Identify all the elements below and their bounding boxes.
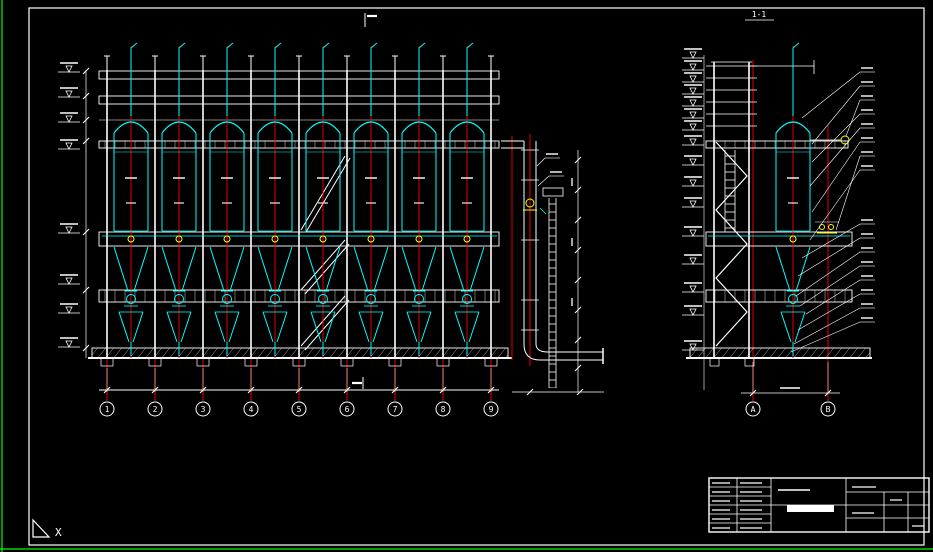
elevation-mark [681,226,705,237]
sheet-frame [28,7,925,546]
elevation-marks [57,62,90,358]
elevation-mark [57,112,81,123]
front-elevation-view: 1 2 3 4 5 6 7 8 9 [57,13,604,417]
grid-bubble-label: 8 [441,405,446,414]
elevation-mark [57,274,81,285]
leader-note [548,171,565,177]
leader-note [859,247,876,253]
vessel-section [775,42,811,359]
leader-note [859,151,876,157]
leader-note [859,317,876,323]
grid-bubble-label: 9 [489,405,494,414]
leader-notes [790,67,876,353]
side-elevation-view: 1-1 [681,10,876,417]
grid-bubble-label: 6 [345,405,350,414]
grid-bubbles: 1 2 3 4 5 6 7 8 9 [99,401,499,417]
ucs-x-axis-label: X [55,526,62,539]
elevation-mark [681,120,705,131]
elevation-mark [681,48,705,59]
leader-note [859,289,876,295]
valve-detail [525,198,535,208]
elevation-mark [681,72,705,83]
support-structure [88,70,512,391]
ucs-icon: X [32,518,62,539]
title-block-text-marks [712,482,924,529]
leader-note [859,81,876,87]
vessel [401,42,437,359]
elevation-mark [681,84,705,95]
vessel [161,42,197,359]
grid-bubble-label: 3 [201,405,206,414]
leader-note [859,261,876,267]
elevation-mark [681,254,705,265]
leader-note [859,123,876,129]
grid-bubble-label: 2 [153,405,158,414]
elevation-mark [681,305,705,316]
elevation-mark [681,176,705,187]
vessel [209,42,245,359]
vessel [449,42,485,359]
vessel [257,42,293,359]
side-grid-bubbles: A B [741,362,840,417]
title-block-name-bar [787,505,834,512]
exhaust-duct [501,134,604,396]
vessel [353,42,389,359]
elevation-mark [681,60,705,71]
grid-bubble-label: B [826,405,831,414]
ladder [542,187,564,388]
elevation-mark [681,282,705,293]
leader-note [859,67,876,73]
grid-bubble-label: 1 [105,405,110,414]
leader-note [859,303,876,309]
leader-note [859,233,876,239]
elevation-mark [681,155,705,166]
leader-note [859,219,876,225]
grid-bubble-label: 4 [249,405,254,414]
leader-note [859,165,876,171]
leader-note [859,95,876,101]
vessel [305,42,341,359]
section-title: 1-1 [752,10,767,19]
title-block [708,477,930,533]
elevation-mark [681,197,705,208]
grid-bubble-label: A [751,405,756,414]
elevation-mark [681,96,705,107]
leader-note [859,109,876,115]
elevation-mark [681,135,705,146]
elevation-mark [57,337,81,348]
elevation-mark [57,62,81,73]
leader-note [859,275,876,281]
side-structure [686,60,872,367]
elevation-mark [57,303,81,314]
elevation-mark [57,139,81,150]
valve-detail [840,135,850,145]
section-flags [352,13,377,389]
elevation-mark [57,223,81,234]
elevation-mark [681,108,705,119]
grid-bubble-label: 5 [297,405,302,414]
leader-note [544,153,561,159]
leader-note [859,137,876,143]
elevation-mark [57,87,81,98]
side-details [810,135,850,234]
side-elevation-marks [681,48,705,390]
vessel [113,42,149,359]
grid-bubble-label: 7 [393,405,398,414]
